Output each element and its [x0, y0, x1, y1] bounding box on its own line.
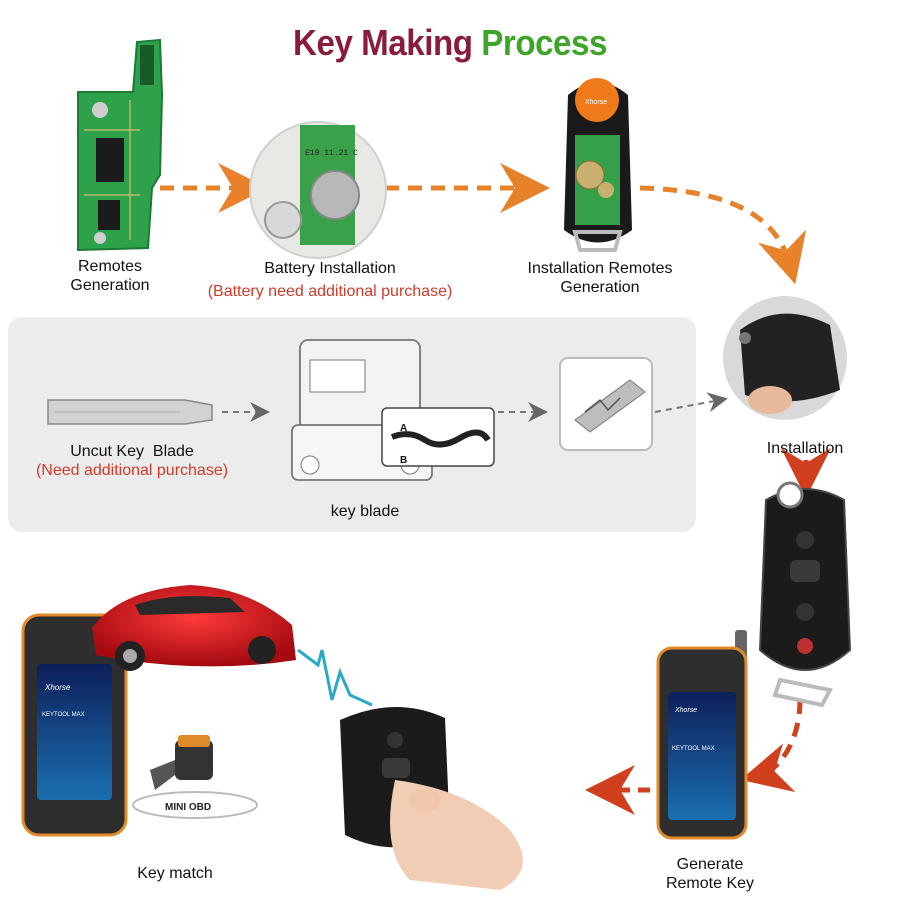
generate-remote-key-line1: Generate: [676, 856, 744, 873]
label-remotes-generation: Remotes Generation: [40, 257, 180, 295]
generate-remote-key-line2: Remote Key: [665, 875, 755, 892]
coin-battery-icon: E19 11.21 C: [249, 121, 387, 259]
signal-wave-icon: [297, 648, 373, 707]
keytool-max-match-icon: Xhorse KEYTOOL MAX: [21, 613, 128, 837]
key-cutting-machine-icon: A B: [291, 339, 495, 481]
uncut-key-blade-text: Uncut Key Blade: [70, 443, 194, 460]
brand-text-right: Xhorse: [674, 707, 697, 714]
uncut-blade-icon: [47, 399, 213, 425]
remote-installation-icon: [723, 296, 847, 420]
remotes-generation-line2: Generation: [70, 277, 150, 294]
mini-obd-icon: MINI OBD: [132, 735, 258, 819]
label-installation-remotes-generation: Installation Remotes Generation: [500, 259, 700, 297]
obd-text: MINI OBD: [165, 802, 211, 813]
hand-holding-key-icon: [340, 706, 523, 890]
flip-key-icon: [758, 481, 852, 708]
brand-text-left: Xhorse: [44, 683, 71, 692]
open-remote-case-icon: Xhorse: [564, 78, 632, 252]
track-b-label: B: [400, 455, 407, 466]
pcb-marking: E19 11.21 C: [305, 149, 358, 158]
keytool-max-generate-icon: Xhorse KEYTOOL MAX: [656, 630, 748, 840]
label-generate-remote-key: Generate Remote Key: [630, 855, 790, 893]
model-text-left: KEYTOOL MAX: [42, 712, 85, 718]
arrow-installation-curve: [639, 185, 807, 285]
track-a-label: A: [400, 423, 407, 434]
key-match-text: Key match: [137, 865, 213, 882]
circuit-board-icon: [77, 38, 164, 252]
page-title: Key Making Process: [36, 22, 864, 64]
cut-key-blade-icon: [559, 357, 653, 451]
battery-installation-note: (Battery need additional purchase): [207, 283, 453, 300]
battery-installation-text: Battery Installation: [264, 260, 396, 277]
red-car-icon: [92, 585, 296, 671]
title-part2: Process: [481, 22, 607, 63]
key-blade-text: key blade: [330, 503, 400, 520]
svg-text:Xhorse: Xhorse: [585, 99, 607, 106]
uncut-key-blade-note: (Need additional purchase): [35, 462, 229, 479]
label-uncut-key-blade: Uncut Key Blade (Need additional purchas…: [12, 442, 252, 480]
label-key-blade: key blade: [290, 502, 440, 521]
installation-remotes-line2: Generation: [560, 279, 640, 296]
label-key-match: Key match: [110, 864, 240, 883]
label-battery-installation: Battery Installation (Battery need addit…: [170, 259, 490, 301]
model-text-right: KEYTOOL MAX: [672, 746, 715, 752]
installation-text: Installation: [766, 440, 844, 457]
remotes-generation-line1: Remotes: [77, 258, 143, 275]
label-installation: Installation: [735, 439, 875, 458]
title-part1: Key Making: [293, 22, 473, 63]
arrow-key-to-generate: [740, 699, 803, 792]
installation-remotes-line1: Installation Remotes: [527, 260, 673, 277]
